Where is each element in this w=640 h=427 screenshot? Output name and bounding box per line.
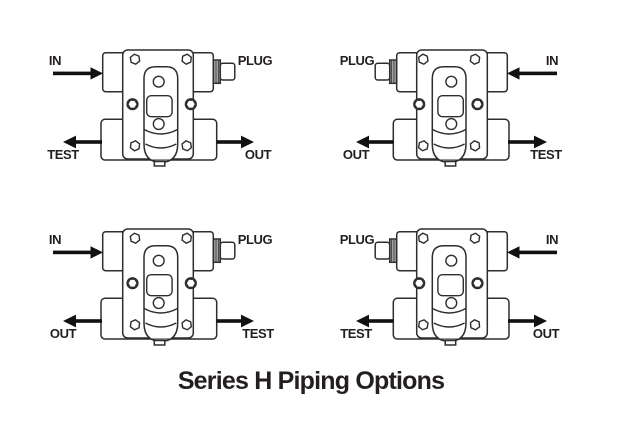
port-label-bottom-right: TEST [530,147,562,162]
port-label-bottom-right: OUT [244,147,272,162]
piping-option-1: IN PLUG TEST OUT [30,42,280,177]
piping-option-2: PLUG IN OUT TEST [330,42,580,177]
port-label-top-left: IN [48,232,62,247]
port-label-top-right: PLUG [237,232,273,247]
port-label-bottom-right: TEST [242,326,274,341]
port-label-top-right: IN [545,232,559,247]
port-label-top-right: IN [545,53,559,68]
port-label-top-left: PLUG [339,232,375,247]
piping-option-4: PLUG IN TEST OUT [330,221,580,356]
port-label-top-left: IN [48,53,62,68]
port-label-top-left: PLUG [339,53,375,68]
port-label-bottom-right: OUT [532,326,560,341]
port-label-bottom-left: TEST [47,147,79,162]
port-label-bottom-left: OUT [49,326,77,341]
port-label-top-right: PLUG [237,53,273,68]
port-label-bottom-left: TEST [340,326,372,341]
figure-caption: Series H Piping Options [177,367,445,395]
port-label-bottom-left: OUT [342,147,370,162]
piping-option-3: IN PLUG OUT TEST [30,221,280,356]
